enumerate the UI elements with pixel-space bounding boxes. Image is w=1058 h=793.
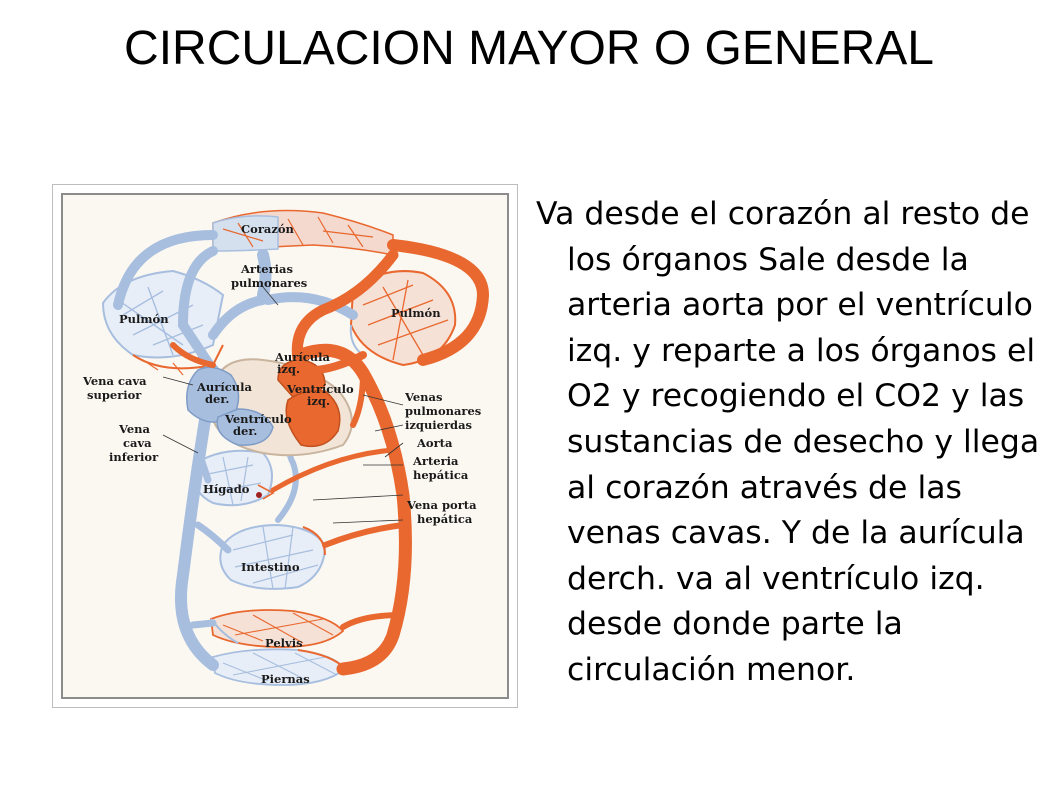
slide-title: CIRCULACION MAYOR O GENERAL [124, 22, 934, 75]
label-ventriculo-der-2: der. [233, 424, 257, 438]
circulation-diagram-frame: Corazón Arterias pulmonares Pulmón Pulmó… [52, 184, 518, 708]
circulation-diagram: Corazón Arterias pulmonares Pulmón Pulmó… [61, 193, 509, 699]
intestine-capillary-bed [219, 523, 327, 590]
label-arterias-pulmonares-2: pulmonares [231, 276, 307, 290]
label-auricula-der-2: der. [205, 392, 229, 406]
heart-capillary-bed [212, 209, 394, 256]
label-pelvis: Pelvis [265, 636, 303, 650]
label-corazon: Corazón [241, 222, 295, 236]
label-vena-cava-inferior-3: inferior [109, 450, 159, 464]
label-higado: Hígado [203, 482, 250, 496]
label-venas-pulmonares-1: Venas [404, 390, 442, 404]
diagram-labels: Corazón Arterias pulmonares Pulmón Pulmó… [82, 222, 481, 686]
label-ventriculo-izq-2: izq. [307, 394, 330, 408]
leader-lines [162, 286, 404, 524]
label-vena-porta-1: Vena porta [406, 498, 477, 512]
label-vena-cava-inferior-2: cava [123, 436, 152, 450]
label-ventriculo-izq-1: Ventrículo [286, 382, 354, 396]
label-venas-pulmonares-3: izquierdas [405, 418, 472, 432]
label-intestino: Intestino [241, 560, 300, 574]
slide-body-text: Va desde el corazón al resto de los órga… [536, 196, 1040, 688]
label-arterias-pulmonares-1: Arterias [240, 262, 293, 276]
liver-capillary-bed [191, 449, 275, 507]
circulation-diagram-svg: Corazón Arterias pulmonares Pulmón Pulmó… [82, 209, 490, 686]
label-pulmon-left: Pulmón [119, 312, 169, 326]
heart [186, 358, 353, 457]
label-auricula-izq-2: izq. [277, 362, 300, 376]
label-arteria-hepatica-1: Arteria [412, 454, 459, 468]
label-auricula-der-1: Aurícula [196, 380, 252, 394]
label-aorta: Aorta [416, 436, 453, 450]
label-vena-porta-2: hepática [417, 512, 473, 526]
label-pulmon-right: Pulmón [391, 306, 441, 320]
label-piernas: Piernas [261, 672, 310, 686]
label-vena-cava-superior-1: Vena cava [82, 374, 147, 388]
label-ventriculo-der-1: Ventrículo [224, 412, 292, 426]
label-arteria-hepatica-2: hepática [413, 468, 469, 482]
label-vena-cava-superior-2: superior [87, 388, 142, 402]
label-venas-pulmonares-2: pulmonares [405, 404, 481, 418]
label-vena-cava-inferior-1: Vena [118, 422, 151, 436]
label-auricula-izq-1: Aurícula [274, 350, 330, 364]
